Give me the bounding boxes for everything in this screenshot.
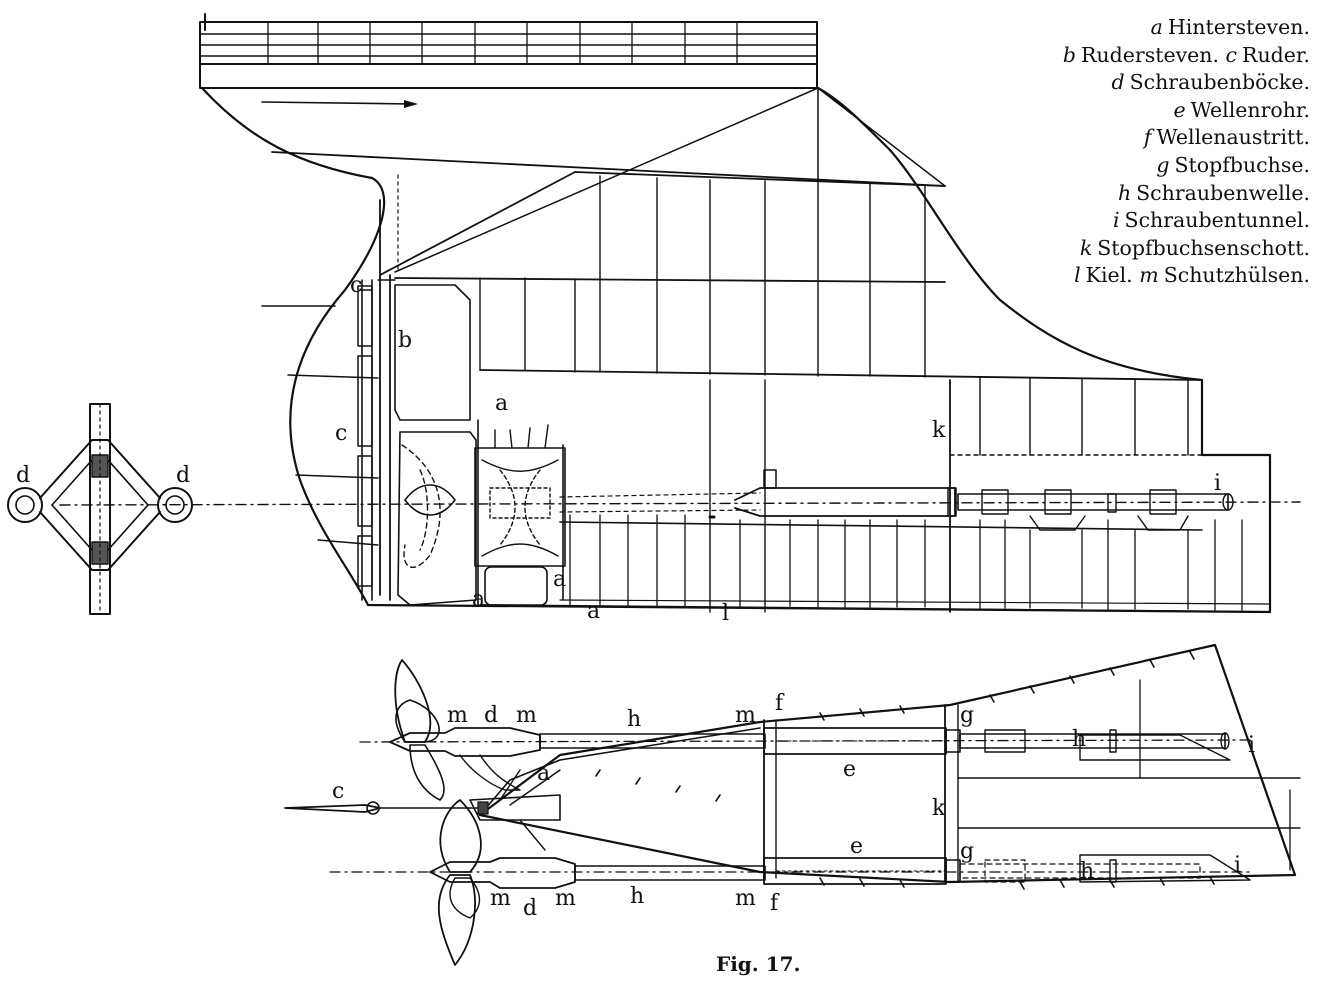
label-f-2: f bbox=[770, 891, 780, 916]
label-d-right: d bbox=[176, 463, 190, 488]
label-e-2: e bbox=[850, 834, 863, 859]
label-b: b bbox=[398, 328, 412, 353]
label-f-1: f bbox=[775, 691, 785, 716]
side-view bbox=[59, 13, 1301, 614]
label-i-top: i bbox=[1214, 471, 1221, 496]
label-a-4: a bbox=[587, 599, 600, 624]
label-c-top: c bbox=[350, 273, 362, 298]
frames-lower bbox=[569, 514, 1243, 611]
label-d-left: d bbox=[16, 463, 30, 488]
label-m-4: m bbox=[490, 886, 511, 911]
label-h-3: h bbox=[1080, 859, 1094, 884]
label-k-top: k bbox=[932, 418, 946, 443]
label-m-5: m bbox=[555, 886, 576, 911]
label-g-1: g bbox=[960, 703, 974, 728]
hull-ticks bbox=[595, 651, 1215, 890]
label-i-1: i bbox=[1248, 733, 1255, 758]
label-a-3: a bbox=[553, 567, 566, 592]
label-a-1: a bbox=[495, 391, 508, 416]
label-k-plan: k bbox=[932, 796, 946, 821]
label-l: l bbox=[722, 601, 729, 626]
label-d-plan-1: d bbox=[484, 703, 498, 728]
label-m-3: m bbox=[735, 703, 756, 728]
label-h-2: h bbox=[1072, 727, 1086, 752]
frames-upper bbox=[479, 175, 1189, 456]
label-m-1: m bbox=[447, 703, 468, 728]
label-h-1: h bbox=[627, 707, 641, 732]
label-e-1: e bbox=[843, 757, 856, 782]
label-a-plan: a bbox=[537, 761, 550, 786]
label-d-plan-2: d bbox=[523, 896, 537, 921]
label-m-2: m bbox=[516, 703, 537, 728]
figure-caption: Fig. 17. bbox=[716, 952, 801, 976]
label-i-2: i bbox=[1234, 853, 1241, 878]
strut-section bbox=[7, 403, 193, 615]
label-m-6: m bbox=[735, 886, 756, 911]
railing bbox=[199, 21, 818, 65]
plan-view bbox=[284, 643, 1301, 966]
label-h-4: h bbox=[630, 884, 644, 909]
label-g-2: g bbox=[960, 839, 974, 864]
label-a-2: a bbox=[472, 587, 485, 612]
label-c-plan: c bbox=[332, 779, 344, 804]
diagram-labels: c b c a a a a l k i d d m d m h m f g h … bbox=[16, 273, 1255, 921]
label-c-mid: c bbox=[335, 421, 347, 446]
